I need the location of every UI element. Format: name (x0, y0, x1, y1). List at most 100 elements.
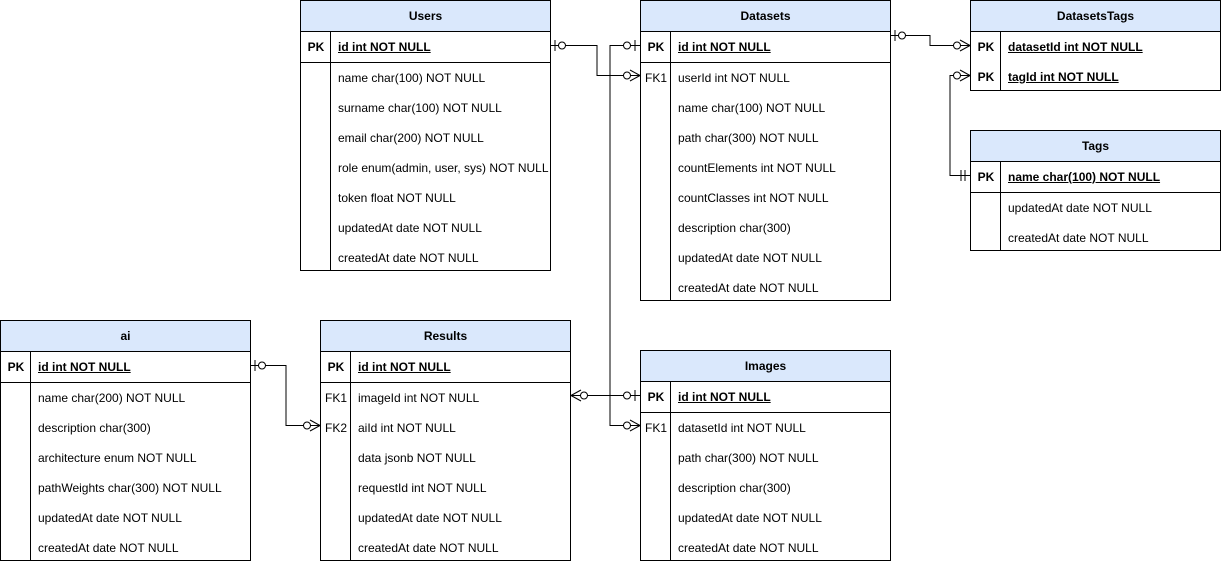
table-ai[interactable]: ai PK id int NOT NULL name char(200) NOT… (0, 320, 251, 561)
key-label (1, 413, 31, 443)
field-label: architecture enum NOT NULL (38, 451, 197, 465)
table-title: Datasets (641, 1, 890, 32)
field-label: aiId int NOT NULL (358, 421, 456, 435)
field-label: tagId int NOT NULL (1008, 70, 1119, 84)
key-label (641, 503, 671, 533)
table-row: countClasses int NOT NULL (641, 183, 890, 213)
pk-row: PK id int NOT NULL (301, 32, 550, 63)
field-label: updatedAt date NOT NULL (358, 511, 502, 525)
field-label: id int NOT NULL (338, 40, 431, 54)
field-label: role enum(admin, user, sys) NOT NULL (338, 161, 549, 175)
key-label (301, 243, 331, 273)
field-label: id int NOT NULL (38, 360, 131, 374)
field-label: path char(300) NOT NULL (678, 131, 819, 145)
table-row: token float NOT NULL (301, 183, 550, 213)
pk-row: PK datasetId int NOT NULL (971, 32, 1220, 62)
key-label (301, 213, 331, 243)
field-label: path char(300) NOT NULL (678, 451, 819, 465)
table-datasetstags[interactable]: DatasetsTags PK datasetId int NOT NULL P… (970, 0, 1221, 91)
rel-datasets-images (609, 45, 640, 426)
table-row: architecture enum NOT NULL (1, 443, 250, 473)
key-label (641, 93, 671, 123)
table-row: createdAt date NOT NULL (641, 533, 890, 563)
key-label (971, 193, 1001, 223)
key-label (301, 123, 331, 153)
key-label (971, 223, 1001, 253)
key-label: PK (647, 40, 665, 54)
divider (1000, 31, 1001, 90)
field-label: name char(200) NOT NULL (38, 391, 186, 405)
key-label: FK1 (644, 71, 667, 85)
divider (330, 31, 331, 270)
field-label: email char(200) NOT NULL (338, 131, 484, 145)
key-label (321, 443, 351, 473)
divider (350, 351, 351, 560)
field-label: updatedAt date NOT NULL (38, 511, 182, 525)
field-label: id int NOT NULL (678, 40, 771, 54)
table-row: createdAt date NOT NULL (321, 533, 570, 563)
field-label: createdAt date NOT NULL (1008, 231, 1149, 245)
key-label (641, 183, 671, 213)
field-label: data jsonb NOT NULL (358, 451, 476, 465)
rel-datasets-datasetstags (891, 35, 970, 46)
rel-ai-results (251, 365, 320, 426)
table-row: description char(300) (641, 213, 890, 243)
key-label: PK (977, 70, 995, 84)
key-label: FK1 (324, 391, 347, 405)
rel-tags-datasetstags (949, 75, 970, 176)
key-label: PK (7, 360, 25, 374)
field-label: updatedAt date NOT NULL (678, 251, 822, 265)
field-label: description char(300) (38, 421, 151, 435)
key-label (641, 473, 671, 503)
key-label (321, 473, 351, 503)
table-row: name char(100) NOT NULL (641, 93, 890, 123)
table-row: description char(300) (1, 413, 250, 443)
key-label (641, 533, 671, 563)
key-label (641, 123, 671, 153)
pk-row: PK name char(100) NOT NULL (971, 162, 1220, 193)
field-label: countClasses int NOT NULL (678, 191, 829, 205)
key-label: PK (327, 360, 345, 374)
table-row: description char(300) (641, 473, 890, 503)
table-row: name char(200) NOT NULL (1, 383, 250, 413)
key-label: PK (977, 40, 995, 54)
field-label: datasetId int NOT NULL (1008, 40, 1143, 54)
field-label: name char(100) NOT NULL (338, 71, 486, 85)
pk-row: PK id int NOT NULL (321, 352, 570, 383)
field-label: createdAt date NOT NULL (678, 541, 819, 555)
divider (670, 31, 671, 300)
table-row: createdAt date NOT NULL (1, 533, 250, 563)
table-users[interactable]: Users PK id int NOT NULL name char(100) … (300, 0, 551, 271)
key-label: PK (977, 170, 995, 184)
table-title: Images (641, 351, 890, 382)
key-label (301, 183, 331, 213)
field-label: description char(300) (678, 221, 791, 235)
table-title: ai (1, 321, 250, 352)
key-label: PK (307, 40, 325, 54)
table-row: updatedAt date NOT NULL (971, 193, 1220, 223)
table-row: createdAt date NOT NULL (971, 223, 1220, 253)
key-label (641, 443, 671, 473)
key-label: FK1 (644, 421, 667, 435)
key-label (321, 533, 351, 563)
key-label (301, 63, 331, 93)
rel-users-datasets (551, 45, 640, 76)
field-label: updatedAt date NOT NULL (338, 221, 482, 235)
table-row: updatedAt date NOT NULL (301, 213, 550, 243)
field-label: updatedAt date NOT NULL (678, 511, 822, 525)
field-label: updatedAt date NOT NULL (1008, 201, 1152, 215)
key-label (301, 93, 331, 123)
key-label (301, 153, 331, 183)
key-label (1, 533, 31, 563)
divider (1000, 161, 1001, 250)
divider (30, 351, 31, 560)
table-tags[interactable]: Tags PK name char(100) NOT NULL updatedA… (970, 130, 1221, 251)
table-row: countElements int NOT NULL (641, 153, 890, 183)
field-label: createdAt date NOT NULL (38, 541, 179, 555)
key-label (641, 273, 671, 303)
